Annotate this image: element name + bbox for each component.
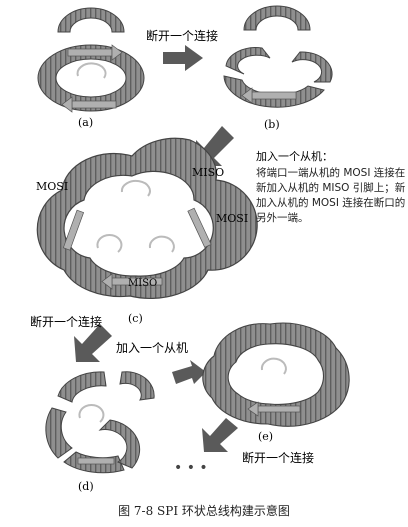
panel-a-flow-top — [67, 48, 113, 57]
break-label-3: 断开一个连接 — [242, 450, 314, 465]
break-label-2: 断开一个连接 — [30, 314, 102, 329]
arrow-e-to-next — [202, 418, 238, 452]
panel-b-ring-left — [225, 47, 271, 75]
panel-d-right-module — [98, 419, 141, 469]
panel-e-diagram — [202, 322, 350, 427]
panel-d-ring-left — [45, 407, 73, 459]
panel-a-flow-top-head — [111, 44, 123, 61]
panel-a-ring-outer — [37, 44, 145, 112]
panel-b-label: (b) — [264, 118, 280, 131]
panel-d-diagram — [45, 371, 155, 474]
panel-c-flow-left — [62, 209, 85, 251]
arrow-d-to-e — [172, 360, 206, 384]
panel-b-ring-right — [291, 51, 333, 83]
note-body: 将端口一端从机的 MOSI 连接在新加入从机的 MISO 引脚上；新加入从机的 … — [256, 167, 406, 224]
panel-a-diagram — [37, 7, 145, 113]
label-mosi-left: MOSI — [36, 180, 68, 193]
panel-c-ring — [36, 137, 258, 299]
arrow-c-to-d — [74, 324, 112, 362]
panel-b-flow-bottom — [251, 91, 297, 100]
panel-d-label: (d) — [78, 480, 94, 493]
panel-a-flow-bottom-head — [61, 96, 73, 113]
panel-d-inner-curve — [78, 403, 105, 423]
break-arrow-right-1 — [163, 45, 203, 71]
panel-e-flow-bottom — [257, 405, 301, 413]
panel-c-flow-right — [187, 207, 212, 248]
panel-c-label: (c) — [128, 312, 143, 325]
panel-b-diagram — [223, 5, 333, 108]
panel-a-label: (a) — [78, 116, 93, 129]
label-miso-bottom: MISO — [128, 278, 157, 289]
add-slave-label: 加入一个从机 — [116, 341, 188, 355]
panel-b-top-module — [243, 5, 311, 31]
panel-d-new-module — [119, 371, 155, 401]
panel-d-flow-bottom — [77, 457, 115, 465]
break-label-1: 断开一个连接 — [146, 28, 218, 43]
figure-caption: 图 7-8 SPI 环状总线构建示意图 — [118, 504, 290, 518]
label-miso-right: MISO — [192, 166, 224, 179]
panel-a-flow-bottom — [71, 100, 117, 109]
panel-c-inner-curve-right — [148, 235, 175, 253]
panel-e-flow-bottom-head — [247, 401, 259, 417]
panel-d-ring-top — [57, 371, 107, 403]
panel-c-flow-bottom-head — [101, 273, 113, 290]
ellipsis: • • • — [174, 460, 208, 476]
panel-a-top-module — [57, 7, 125, 33]
label-mosi-right: MOSI — [216, 212, 248, 225]
panel-c-diagram — [36, 137, 258, 299]
panel-c-inner-curve-left — [96, 233, 123, 253]
panel-b-ring-bottom — [223, 75, 325, 108]
panel-e-label: (e) — [258, 430, 273, 443]
note-title: 加入一个从机： — [256, 149, 333, 163]
panel-c-inner-curve-top — [120, 179, 151, 197]
panel-e-ring — [202, 322, 350, 427]
panel-a-center-curve — [76, 62, 107, 79]
panel-e-inner-curve — [260, 357, 287, 375]
panel-b-flow-bottom-head — [241, 87, 253, 104]
